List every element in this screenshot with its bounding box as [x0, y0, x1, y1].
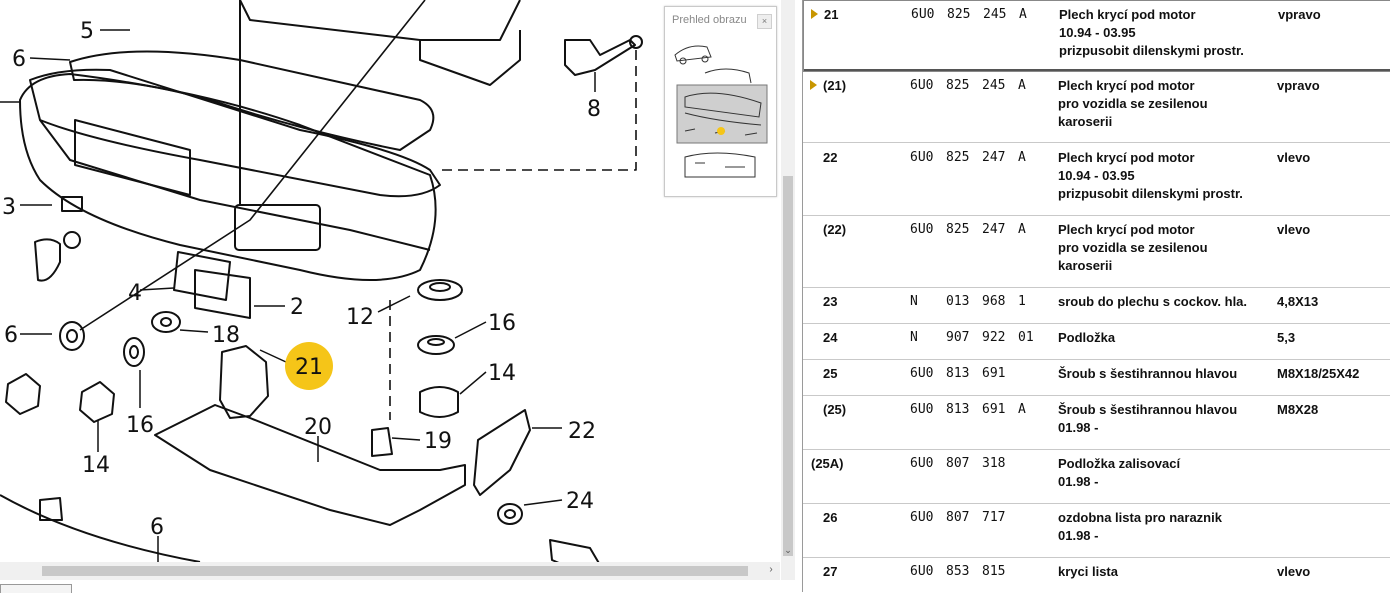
- part-position: (21): [823, 78, 847, 93]
- part-spec: 4,8X13: [1277, 294, 1319, 309]
- callout-14[interactable]: 14: [488, 361, 516, 386]
- callout-18[interactable]: 18: [212, 323, 240, 348]
- vertical-scrollbar[interactable]: ⌄: [781, 0, 795, 580]
- expand-arrow-icon[interactable]: [810, 80, 817, 90]
- part-position: 22: [823, 150, 838, 165]
- parts-diagram-pane[interactable]: 5 6 3 6 4 2 18 16 14 12 16 14 20 19 22 2…: [0, 0, 780, 580]
- selected-callout-highlight[interactable]: [285, 342, 333, 390]
- horizontal-scrollbar-thumb[interactable]: [42, 566, 748, 576]
- close-icon[interactable]: ×: [757, 14, 772, 29]
- part-description: sroub do plechu s cockov. hla.: [1058, 294, 1248, 309]
- part-spec: vlevo: [1277, 564, 1311, 579]
- callout-6[interactable]: 6: [150, 515, 164, 540]
- callout-6[interactable]: 6: [12, 47, 26, 72]
- callout-5[interactable]: 5: [80, 19, 94, 44]
- callout-16[interactable]: 16: [126, 413, 154, 438]
- part-position: 23: [823, 294, 838, 309]
- part-spec: vpravo: [1277, 78, 1320, 93]
- part-description: kryci lista: [1058, 564, 1118, 579]
- callout-3[interactable]: 3: [2, 195, 16, 220]
- part-position: (25A): [811, 456, 844, 471]
- part-spec: 5,3: [1277, 330, 1296, 345]
- callout-4[interactable]: 4: [128, 281, 142, 306]
- part-description: Šroub s šestihrannou hlavou: [1058, 366, 1238, 381]
- scroll-right-icon[interactable]: ›: [769, 564, 773, 575]
- bottom-tab[interactable]: [0, 584, 72, 593]
- part-position: 24: [823, 330, 838, 345]
- part-position: 27: [823, 564, 838, 579]
- part-description: Podložka: [1058, 330, 1116, 345]
- part-spec: M8X18/25X42: [1277, 366, 1360, 381]
- image-overview-panel[interactable]: Prehled obrazu ×: [664, 6, 777, 197]
- callout-8[interactable]: 8: [587, 97, 601, 122]
- part-position: 26: [823, 510, 838, 525]
- part-spec: vlevo: [1277, 150, 1311, 165]
- callout-20[interactable]: 20: [304, 415, 332, 440]
- callout-21-selected[interactable]: 21: [295, 355, 323, 380]
- diagram-callouts: 5 6 3 6 4 2 18 16 14 12 16 14 20 19 22 2…: [2, 19, 601, 540]
- callout-6[interactable]: 6: [4, 323, 18, 348]
- exploded-parts-diagram[interactable]: 5 6 3 6 4 2 18 16 14 12 16 14 20 19 22 2…: [0, 0, 780, 580]
- scroll-down-icon[interactable]: ⌄: [784, 545, 792, 555]
- part-spec: vlevo: [1277, 222, 1311, 237]
- callout-12[interactable]: 12: [346, 305, 374, 330]
- part-position: (25): [823, 402, 847, 417]
- expand-arrow-icon[interactable]: [811, 9, 818, 19]
- callout-14[interactable]: 14: [82, 453, 110, 478]
- overview-title: Prehled obrazu: [672, 14, 747, 26]
- overview-thumbnail-image[interactable]: [665, 7, 776, 196]
- part-position: 25: [823, 366, 838, 381]
- part-spec: M8X28: [1277, 402, 1319, 417]
- part-spec: vpravo: [1278, 7, 1321, 22]
- callout-22[interactable]: 22: [568, 419, 596, 444]
- callout-2[interactable]: 2: [290, 295, 304, 320]
- part-position: (22): [823, 222, 847, 237]
- vertical-scrollbar-thumb[interactable]: [783, 176, 793, 556]
- horizontal-scrollbar[interactable]: ›: [0, 562, 780, 580]
- callout-16[interactable]: 16: [488, 311, 516, 336]
- part-position: 21: [824, 7, 839, 22]
- callout-24[interactable]: 24: [566, 489, 594, 514]
- callout-19[interactable]: 19: [424, 429, 452, 454]
